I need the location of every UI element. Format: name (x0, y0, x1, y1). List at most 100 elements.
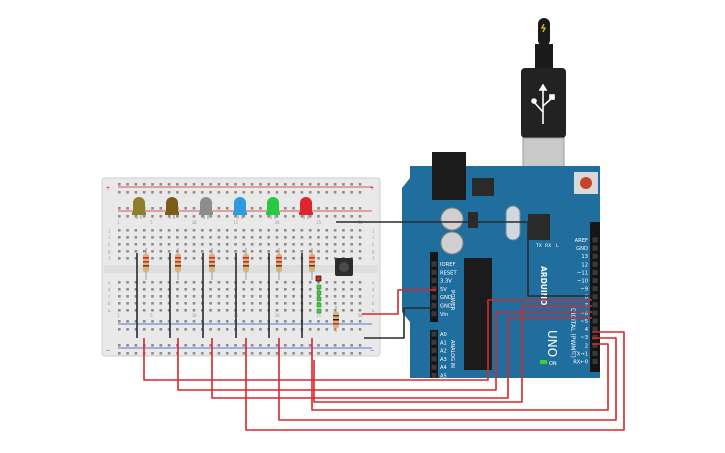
column-number: 10 (192, 313, 197, 318)
column-number: 1 (117, 220, 120, 225)
resistor-row (143, 248, 315, 280)
digital-pin[interactable] (592, 237, 598, 243)
digital-pin[interactable] (592, 294, 598, 300)
tx-label: TX (535, 243, 542, 249)
breadboard-black-jumpers (136, 253, 303, 338)
led-olive[interactable] (132, 197, 146, 219)
row-letter: h (372, 242, 375, 247)
row-letter: a (108, 308, 111, 313)
row-letter: g (372, 249, 375, 254)
analog-pin[interactable] (431, 373, 437, 378)
led-gray[interactable] (199, 197, 213, 219)
analog-pin[interactable] (431, 331, 437, 337)
digital-pin-label: 4 (585, 327, 589, 333)
l-label: L (556, 243, 559, 249)
row-letter: j (372, 228, 374, 233)
led-green[interactable] (266, 197, 280, 219)
digital-pin-label: 2 (585, 343, 588, 349)
digital-pin[interactable] (592, 318, 598, 324)
row-letter: f (108, 256, 111, 261)
analog-pin-label: A1 (440, 340, 447, 346)
wire-button-signal (313, 305, 592, 403)
digital-pin[interactable] (592, 286, 598, 292)
selected-column-highlight (315, 275, 322, 314)
reset-button[interactable] (580, 177, 592, 189)
power-pin[interactable] (431, 261, 437, 267)
digital-pin[interactable] (592, 269, 598, 275)
column-number: 25 (316, 313, 321, 318)
power-pin-label: GND (440, 295, 452, 301)
highlight-hole (316, 284, 322, 290)
digital-pin[interactable] (592, 326, 598, 332)
digital-pin[interactable] (592, 302, 598, 308)
highlight-hole (316, 296, 322, 302)
power-pin-label: Vin (440, 312, 448, 318)
analog-pin-label: A2 (440, 349, 447, 355)
resistor (243, 248, 249, 280)
rx-label: RX (545, 243, 551, 249)
column-number: 20 (275, 313, 280, 318)
digital-pin-label: RX←0 (573, 360, 588, 366)
digital-pin-label: AREF (575, 238, 588, 244)
digital-pin-label: 12 (581, 262, 588, 268)
column-number: 5 (150, 220, 153, 225)
usb-chip (528, 214, 550, 240)
analog-pin-label: A5 (440, 374, 447, 380)
power-pin[interactable] (431, 269, 437, 275)
usb-cable-strain (535, 44, 553, 70)
analog-pin[interactable] (431, 364, 437, 370)
analog-pin[interactable] (431, 348, 437, 354)
led-brown[interactable] (165, 197, 179, 219)
digital-pin-label: GND (576, 246, 588, 252)
digital-pin-label: ~11 (577, 270, 588, 276)
power-pin[interactable] (431, 311, 437, 317)
column-number: 25 (316, 220, 321, 225)
usb-icon (531, 83, 555, 124)
on-label: ON (549, 361, 557, 367)
analog-pin[interactable] (431, 339, 437, 345)
column-number: 10 (192, 220, 197, 225)
row-letter: d (108, 287, 111, 292)
digital-pin[interactable] (592, 261, 598, 267)
usb-cable[interactable] (521, 18, 566, 191)
row-letter: a (372, 308, 375, 313)
digital-pin[interactable] (592, 278, 598, 283)
digital-pin[interactable] (592, 350, 598, 356)
digital-pin-label: TX→1 (573, 351, 588, 357)
plus-symbol-top-right: + (370, 185, 374, 192)
digital-pin-label: ~6 (580, 311, 588, 317)
digital-pin[interactable] (592, 245, 598, 251)
column-number: 20 (275, 220, 280, 225)
row-letter: c (372, 294, 375, 299)
power-pin[interactable] (431, 286, 437, 292)
wire-led-2 (177, 311, 592, 391)
resistor (143, 248, 149, 280)
lightning-icon (540, 23, 547, 33)
power-pin[interactable] (431, 303, 437, 308)
pushbutton[interactable] (335, 258, 353, 276)
wire-led-4 (245, 331, 625, 431)
digital-pin[interactable] (592, 253, 598, 259)
pushbutton-cap (339, 262, 349, 272)
plus-symbol-top-left: + (106, 185, 110, 192)
power-jack (432, 152, 466, 200)
led-blue[interactable] (233, 197, 247, 219)
led-red[interactable] (299, 197, 313, 219)
digital-pin-label: ~9 (580, 287, 588, 293)
column-number: 1 (117, 313, 120, 318)
digital-pin[interactable] (592, 359, 598, 364)
wire-led-5 (278, 337, 617, 421)
highlight-hole (316, 308, 322, 314)
resistor (209, 248, 215, 280)
digital-pin[interactable] (592, 310, 598, 316)
digital-pin[interactable] (592, 342, 598, 348)
row-letter: j (108, 228, 110, 233)
power-pin[interactable] (431, 278, 437, 284)
digital-pin-label: 8 (585, 295, 588, 301)
analog-pin[interactable] (431, 356, 437, 362)
power-pin[interactable] (431, 294, 437, 300)
